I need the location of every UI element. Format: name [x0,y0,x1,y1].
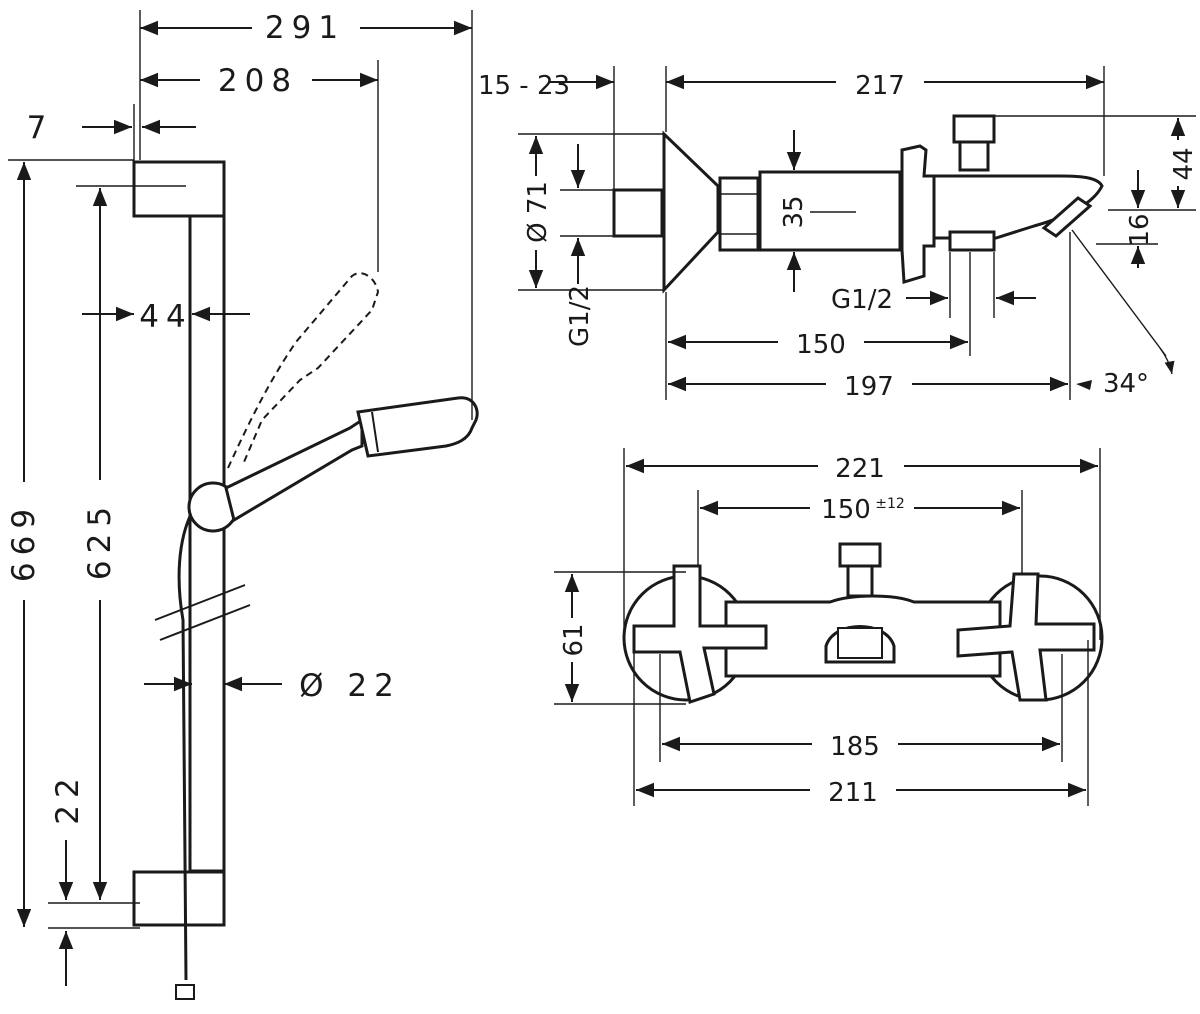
aerator [1041,196,1093,238]
dim-spout-reach: 150 [796,330,846,360]
wall-connector [612,188,664,238]
wall-rosette [662,130,720,294]
dim-wall-gap: 7 [27,110,54,146]
break-line-1 [154,584,246,621]
break-line-2 [159,604,251,641]
shower-hose [177,511,194,981]
cross-handle [900,144,936,284]
dim-thread-left: G1/2 [565,285,595,347]
hose-nut [175,984,195,1000]
top-wall-bracket [132,160,226,218]
shower-set-elevation: 291 208 7 44 669 625 Ø 22 [4,6,479,1000]
bottom-wall-bracket [132,870,226,927]
dim-diverter-height: 44 [1169,147,1199,180]
dim-rosette: Ø 71 [523,181,553,243]
hand-shower-head [356,396,479,458]
dim-spout-total: 197 [844,372,894,402]
dim-front-height: 61 [559,623,589,656]
dim-rail-diameter: Ø 22 [299,668,401,704]
dim-spout-angle: 34° [1103,369,1149,399]
hand-shower-alt-position [227,272,380,469]
diverter-front [838,542,882,568]
dim-spout-height: 16 [1125,213,1155,246]
mixer-front-view: 221 150 ±12 61 185 211 [554,446,1104,810]
mixer-body [758,170,902,252]
dim-thread-bottom: G1/2 [831,285,893,315]
outlet-nut [948,230,996,252]
dim-front-rosettes: 211 [828,778,878,808]
dim-rail-offset: 44 [139,299,192,335]
dim-body: 35 [779,195,809,228]
union-nut [718,176,760,252]
dim-bottom-offset: 22 [50,771,86,824]
dim-projection: 217 [855,71,905,101]
left-cross-handle [632,564,768,704]
bath-spout [932,174,1104,240]
dim-front-body: 185 [830,732,880,762]
dim-rail-length: 625 [82,500,118,580]
mixer-side-view: 15 - 23 217 Ø 71 G1/2 35 44 16 [478,62,1199,404]
right-cross-handle [956,572,1096,702]
dim-handshower-reach: 208 [218,63,298,99]
dim-eccentric: 15 - 23 [478,71,570,101]
dim-front-centers-tolerance: ±12 [875,496,905,512]
diverter-knob [952,114,996,144]
dim-front-centers: 150 [821,495,871,525]
hand-shower-handle [224,417,364,523]
dim-total-height: 669 [6,502,42,582]
dim-overall-width: 291 [265,10,345,46]
dim-front-overall: 221 [835,454,885,484]
